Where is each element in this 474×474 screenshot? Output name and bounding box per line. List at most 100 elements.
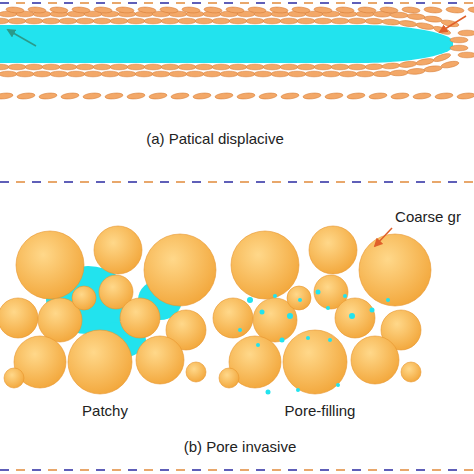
- dash: [208, 2, 217, 4]
- grain: [212, 18, 230, 24]
- dash: [240, 181, 249, 183]
- grain: [178, 64, 196, 70]
- coarse-grain: [359, 234, 431, 306]
- grain: [127, 18, 145, 24]
- dash: [64, 469, 73, 471]
- hydrate-dot: [247, 297, 253, 303]
- grain: [373, 71, 391, 77]
- dash: [272, 2, 281, 4]
- grain: [263, 18, 281, 24]
- dash: [16, 469, 25, 471]
- grain: [101, 71, 119, 77]
- grain: [186, 71, 204, 77]
- dash: [464, 469, 473, 471]
- hydrate-dot: [298, 298, 302, 302]
- patchy-grains: [0, 226, 216, 394]
- grain: [149, 92, 167, 99]
- dash: [384, 181, 393, 183]
- grain: [314, 18, 332, 24]
- grain: [331, 64, 349, 70]
- grain: [135, 71, 153, 77]
- dash: [224, 181, 233, 183]
- dash: [432, 2, 441, 4]
- grain: [226, 6, 244, 13]
- grain: [263, 64, 281, 70]
- hydrate-dot: [316, 290, 321, 295]
- dash: [336, 181, 345, 183]
- grain: [195, 64, 213, 70]
- part-label: Coarse gr: [395, 208, 461, 226]
- dash: [304, 181, 313, 183]
- coarse-grain: [4, 368, 24, 388]
- grain: [391, 92, 409, 99]
- grain: [144, 64, 162, 70]
- dash: [96, 469, 105, 471]
- grain: [50, 6, 68, 13]
- dash: [352, 469, 361, 471]
- hydrate-dot: [343, 294, 347, 298]
- grain: [450, 45, 468, 51]
- grain: [83, 92, 101, 99]
- coarse-grain: [287, 286, 311, 310]
- dash: [240, 469, 249, 471]
- dash: [288, 181, 297, 183]
- dash: [432, 469, 441, 471]
- grain: [292, 6, 310, 13]
- dash: [368, 2, 377, 4]
- dash: [336, 2, 345, 4]
- grain: [281, 92, 299, 99]
- hydrate-dot: [238, 328, 242, 332]
- grain: [203, 71, 221, 77]
- dash: [288, 2, 297, 4]
- grain: [336, 6, 354, 13]
- grain: [59, 64, 77, 70]
- grain: [25, 64, 43, 70]
- panel-label: Patchy: [82, 402, 128, 420]
- grain: [358, 6, 376, 13]
- dash: [272, 469, 281, 471]
- dash: [96, 2, 105, 4]
- dash: [64, 181, 73, 183]
- grain: [212, 64, 230, 70]
- grain: [110, 64, 128, 70]
- grain: [50, 71, 68, 77]
- hydrate-dot: [349, 313, 355, 319]
- grain: [229, 18, 247, 24]
- coarse-grain: [120, 298, 160, 338]
- grain: [365, 64, 383, 70]
- dash: [192, 2, 201, 4]
- dash: [400, 2, 409, 4]
- dash: [80, 2, 89, 4]
- dash: [176, 181, 185, 183]
- grain: [365, 18, 383, 24]
- coarse-grain: [72, 286, 96, 310]
- dash: [384, 469, 393, 471]
- grain: [0, 92, 13, 99]
- grain: [42, 64, 60, 70]
- grain: [0, 64, 9, 70]
- grain: [450, 37, 468, 43]
- grain: [138, 6, 156, 13]
- grain: [382, 63, 400, 70]
- grain: [28, 6, 46, 13]
- grain: [105, 92, 123, 99]
- grain: [297, 18, 315, 24]
- dash: [48, 2, 57, 4]
- dash: [64, 2, 73, 4]
- grain: [380, 6, 398, 13]
- grain: [237, 71, 255, 77]
- dash: [224, 2, 233, 4]
- grain: [16, 71, 34, 77]
- grain: [280, 64, 298, 70]
- dash: [128, 181, 137, 183]
- grain: [297, 64, 315, 70]
- grain: [76, 18, 94, 24]
- coarse-grain: [16, 231, 84, 299]
- grain: [17, 92, 35, 99]
- grain: [288, 71, 306, 77]
- pointer-arrow: [440, 16, 466, 32]
- grain: [305, 71, 323, 77]
- dash: [80, 469, 89, 471]
